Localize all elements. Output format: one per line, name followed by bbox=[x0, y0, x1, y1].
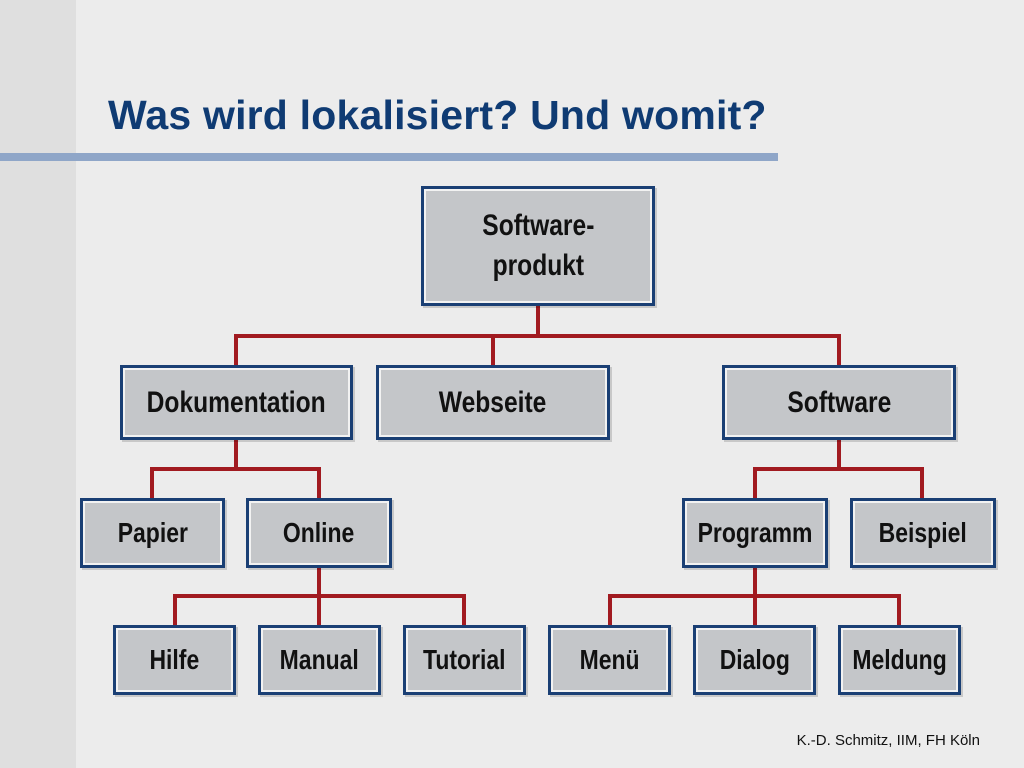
title-underline bbox=[0, 153, 778, 161]
node-online: Online bbox=[246, 498, 392, 568]
node-manual-label: Manual bbox=[279, 644, 360, 675]
node-menue: Menü bbox=[548, 625, 671, 695]
node-hilfe: Hilfe bbox=[113, 625, 236, 695]
slide-footer: K.-D. Schmitz, IIM, FH Köln bbox=[796, 732, 980, 749]
node-manual: Manual bbox=[258, 625, 381, 695]
node-meldung: Meldung bbox=[838, 625, 961, 695]
node-tutorial-label: Tutorial bbox=[423, 644, 506, 675]
node-dokumentation-label: Dokumentation bbox=[146, 385, 327, 419]
node-papier: Papier bbox=[80, 498, 225, 568]
node-dialog: Dialog bbox=[693, 625, 816, 695]
node-tutorial: Tutorial bbox=[403, 625, 526, 695]
node-papier-label: Papier bbox=[117, 517, 188, 548]
node-hilfe-label: Hilfe bbox=[149, 644, 200, 675]
node-beispiel-label: Beispiel bbox=[878, 517, 968, 548]
node-software: Software bbox=[722, 365, 956, 440]
node-programm: Programm bbox=[682, 498, 828, 568]
node-softwareprodukt: Software- produkt bbox=[421, 186, 655, 306]
node-dialog-label: Dialog bbox=[719, 644, 790, 675]
node-online-label: Online bbox=[283, 517, 355, 548]
node-beispiel: Beispiel bbox=[850, 498, 996, 568]
node-software-label: Software bbox=[787, 385, 891, 419]
node-dokumentation: Dokumentation bbox=[120, 365, 353, 440]
slide-title: Was wird lokalisiert? Und womit? bbox=[108, 92, 767, 138]
node-softwareprodukt-label: Software- produkt bbox=[481, 209, 595, 282]
node-meldung-label: Meldung bbox=[852, 644, 947, 675]
node-programm-label: Programm bbox=[697, 517, 813, 548]
node-menue-label: Menü bbox=[579, 644, 640, 675]
node-webseite-label: Webseite bbox=[439, 385, 547, 419]
left-decor-band bbox=[0, 0, 76, 768]
node-webseite: Webseite bbox=[376, 365, 610, 440]
